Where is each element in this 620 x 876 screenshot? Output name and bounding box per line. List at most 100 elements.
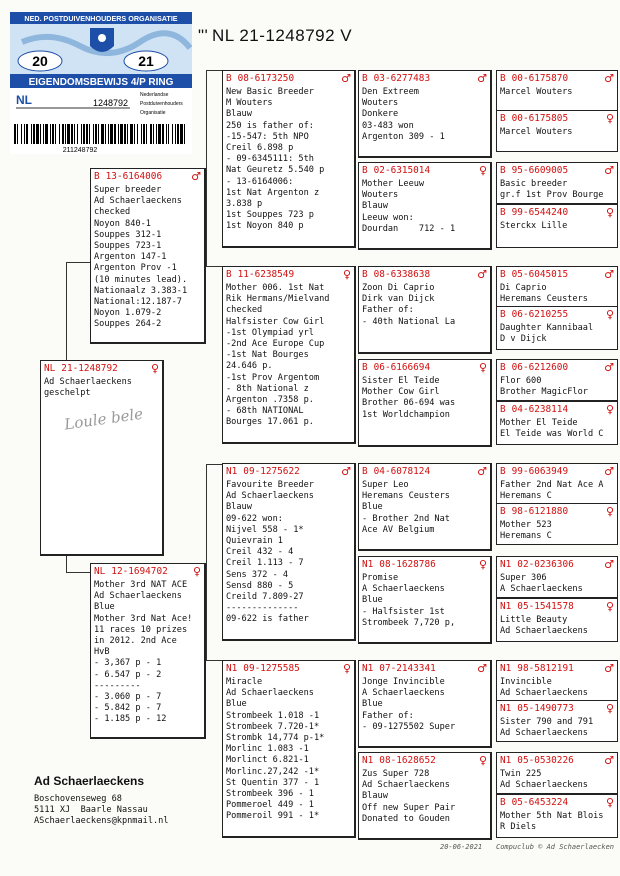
card-line: St Quentin 377 - 1 <box>226 777 320 788</box>
ring-country-code: B <box>500 797 506 808</box>
card-line: Di Caprio <box>500 283 547 293</box>
card-line: Marcel Wouters <box>500 87 573 97</box>
ring-number: 03-6277483 <box>373 73 431 84</box>
card-line: Ad Schaerlaeckens <box>500 626 588 637</box>
card-line: gr.f 1st Prov Bourge <box>500 190 604 201</box>
card-line: - 1.185 p - 12 <box>94 714 167 725</box>
barcode-bar <box>55 124 56 144</box>
card-line: Super Leo <box>362 480 409 490</box>
card-line: - 09-6345111: 5th <box>226 154 314 165</box>
card-text: Sterckx Lille <box>500 221 614 232</box>
card-line: Blue <box>94 602 115 613</box>
card-line: Sister 790 and 791 <box>500 717 594 727</box>
card-line: 09-622 is father <box>226 614 309 625</box>
male-symbol-icon: ♂ <box>604 754 614 767</box>
card-line: Favourite Breeder <box>226 480 314 490</box>
male-symbol-icon: ♂ <box>191 170 201 183</box>
ring-country-code: NL <box>94 566 106 577</box>
male-symbol-icon: ♂ <box>477 268 487 281</box>
owner-name: Ad Schaerlaeckens <box>34 774 145 788</box>
card-line: Ad Schaerlaeckens <box>500 728 588 739</box>
ring-certificate-graphic: NED. POSTDUIVENHOUDERS ORGANISATIE 20 21… <box>10 12 193 154</box>
card-line: Sens 372 - 4 <box>226 569 289 580</box>
barcode-bar <box>93 124 94 144</box>
owner-email[interactable]: ASchaerlaeckens@kpnmail.nl <box>34 816 169 826</box>
card-line: Ad Schaerlaeckens <box>500 780 588 791</box>
card-line: Ad Schaerlaeckens <box>500 688 588 699</box>
ring-country-code: B <box>500 404 506 415</box>
card-text: Marcel Wouters <box>500 87 614 98</box>
ring-number: 05-6045015 <box>511 269 569 280</box>
card-line: Ad Schaerlaeckens <box>94 196 182 207</box>
ring-country-code: B <box>500 269 506 280</box>
card-line: -1st Olympiad yrl <box>226 327 314 338</box>
card-line: --------- <box>94 680 141 691</box>
card-line: Argenton Prov -1 <box>94 263 177 274</box>
card-line: Little Beauty <box>500 615 568 625</box>
male-symbol-icon: ♂ <box>477 662 487 675</box>
card-line: Strombeek 7,720 p, <box>362 617 456 628</box>
card-line: Pommeroel 449 - 1 <box>226 800 314 811</box>
barcode-bar <box>127 124 128 144</box>
ring-number: 05-1541578 <box>517 601 574 612</box>
ring-number: 99-6544240 <box>511 207 569 218</box>
card-line: M Wouters <box>226 98 273 109</box>
barcode-bar <box>180 124 183 144</box>
female-symbol-icon: ♀ <box>478 754 487 767</box>
barcode-bar <box>166 124 167 144</box>
ring-number: 06-6212600 <box>511 362 569 373</box>
card-line: National:12.187-7 <box>94 297 182 308</box>
connector-line <box>206 70 207 266</box>
card-line: Brother MagicFlor <box>500 387 588 398</box>
card-line: Father 2nd Nat Ace A <box>500 480 604 490</box>
barcode-bar <box>77 124 78 144</box>
card-line: Morlinc.27,242 -1* <box>226 766 320 777</box>
card-line: 09-622 won: <box>226 513 283 524</box>
card-line: -1st Nat Bourges <box>226 350 309 361</box>
